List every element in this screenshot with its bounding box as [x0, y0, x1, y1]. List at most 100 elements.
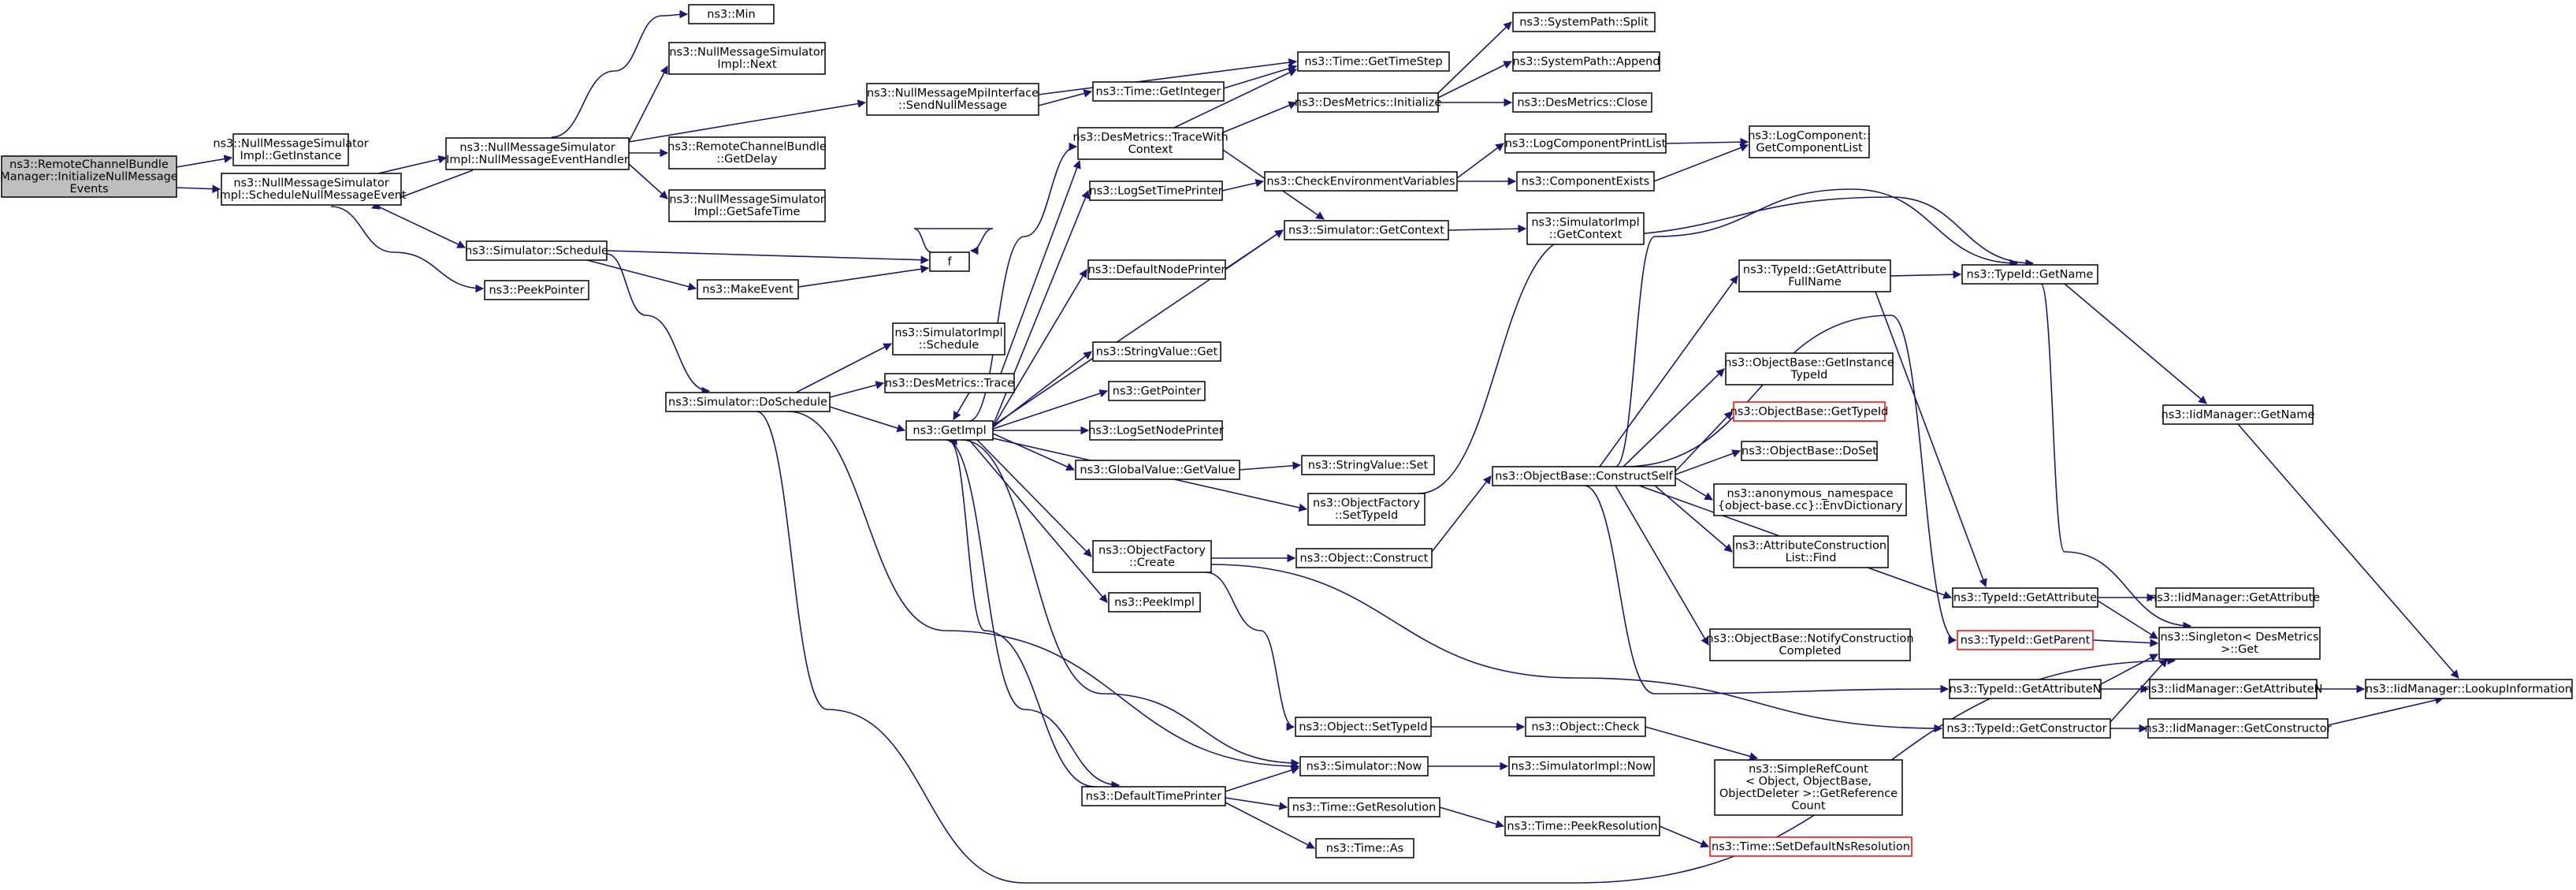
- node-box: [1315, 838, 1414, 858]
- node-label: ns3::LogSetNodePrinter: [1088, 424, 1224, 437]
- node-desm-close[interactable]: ns3::DesMetrics::Close: [1512, 92, 1652, 113]
- node-time-peekres[interactable]: ns3::Time::PeekResolution: [1504, 816, 1660, 836]
- node-tid-getname[interactable]: ns3::TypeId::GetName: [1961, 264, 2098, 285]
- node-simimpl-now[interactable]: ns3::SimulatorImpl::Now: [1508, 756, 1655, 776]
- edge-doschedule-to-getimpl: [829, 406, 906, 433]
- node-logcompprint[interactable]: ns3::LogComponentPrintList: [1504, 133, 1667, 154]
- node-tid-getattr[interactable]: ns3::TypeId::GetAttribute: [1952, 587, 2098, 608]
- node-time-getres[interactable]: ns3::Time::GetResolution: [1288, 797, 1440, 817]
- node-obj-check[interactable]: ns3::Object::Check: [1525, 717, 1646, 737]
- node-constructself[interactable]: ns3::ObjectBase::ConstructSelf: [1492, 466, 1676, 486]
- node-deftimeprinter[interactable]: ns3::DefaultTimePrinter: [1081, 786, 1226, 806]
- node-iid-getattrn[interactable]: ns3::IidManager::GetAttributeN: [2143, 679, 2323, 699]
- node-label: ns3::TypeId::GetAttribute: [1953, 591, 2097, 604]
- node-getimpl[interactable]: ns3::GetImpl: [905, 420, 994, 441]
- node-strval-set[interactable]: ns3::StringValue::Set: [1301, 455, 1435, 475]
- node-strval-get[interactable]: ns3::StringValue::Get: [1092, 341, 1221, 362]
- edge-sim_sched-to-makeevent: [586, 259, 697, 291]
- node-label: ns3::Time::SetDefaultNsResolution: [1712, 840, 1910, 853]
- node-box: [1512, 92, 1652, 113]
- edge-tracewith-to-desm_init: [1222, 101, 1298, 133]
- node-notifyconstr[interactable]: ns3::ObjectBase::NotifyConstructionCompl…: [1706, 628, 1914, 661]
- node-tid-getparent[interactable]: ns3::TypeId::GetParent: [1957, 630, 2094, 650]
- node-box: [1526, 212, 1645, 245]
- node-peekptr[interactable]: ns3::PeekPointer: [484, 280, 589, 300]
- node-ob-doset[interactable]: ns3::ObjectBase::DoSet: [1741, 441, 1878, 461]
- node-box: [232, 133, 349, 166]
- node-obj-settypeid[interactable]: ns3::Object::SetTypeId: [1295, 717, 1432, 737]
- edge-tid_getattrfull-to-tid_getattr: [1875, 291, 1987, 588]
- edge-nmeh-to-rcb_delay: [629, 148, 669, 158]
- node-checkenv[interactable]: ns3::CheckEnvironmentVariables: [1264, 171, 1458, 192]
- node-time-setdef[interactable]: ns3::Time::SetDefaultNsResolution: [1709, 836, 1912, 857]
- node-label: ns3::TypeId::GetParent: [1961, 634, 2091, 646]
- node-desm-trace[interactable]: ns3::DesMetrics::Trace: [884, 373, 1015, 393]
- node-label: ns3::ObjectBase::GetTypeId: [1730, 405, 1889, 418]
- node-sim-getctx[interactable]: ns3::Simulator::GetContext: [1284, 220, 1449, 240]
- node-getinst[interactable]: ns3::NullMessageSimulatorImpl::GetInstan…: [213, 133, 369, 166]
- node-label: ns3::SimulatorImpl: [1531, 217, 1639, 229]
- node-rcb-delay[interactable]: ns3::RemoteChannelBundle::GetDelay: [667, 136, 827, 169]
- node-box: [1508, 756, 1655, 776]
- node-label: List::Find: [1786, 552, 1837, 564]
- node-sched-nm[interactable]: ns3::NullMessageSimulatorImpl::ScheduleN…: [216, 173, 407, 206]
- node-getpointer[interactable]: ns3::GetPointer: [1108, 381, 1206, 401]
- node-iid-getattr[interactable]: ns3::IidManager::GetAttribute: [2150, 587, 2320, 608]
- node-obj-construct[interactable]: ns3::Object::Construct: [1295, 548, 1433, 568]
- node-singleton[interactable]: ns3::Singleton< DesMetrics>::Get: [2158, 627, 2321, 660]
- node-tid-getattrn[interactable]: ns3::TypeId::GetAttributeN: [1949, 679, 2102, 699]
- node-safetime[interactable]: ns3::NullMessageSimulatorImpl::GetSafeTi…: [668, 189, 826, 222]
- node-box: [484, 280, 589, 300]
- node-desm-init[interactable]: ns3::DesMetrics::Initialize: [1295, 92, 1442, 113]
- node-ob-gettypeid[interactable]: ns3::ObjectBase::GetTypeId: [1730, 401, 1889, 422]
- node-compexists[interactable]: ns3::ComponentExists: [1516, 171, 1655, 192]
- node-getcomplist[interactable]: ns3::LogComponent::GetComponentList: [1748, 125, 1871, 158]
- node-label: ns3::ObjectFactory: [1313, 497, 1420, 510]
- node-nmeh[interactable]: ns3::NullMessageSimulatorImpl::NullMessa…: [445, 137, 630, 170]
- edge-getimpl-to-sim_now: [961, 439, 1300, 768]
- node-logsettime[interactable]: ns3::LogSetTimePrinter: [1089, 181, 1223, 201]
- edge-sim_sched-to-f: [606, 250, 930, 265]
- node-defnodeprinter[interactable]: ns3::DefaultNodePrinter: [1087, 259, 1226, 280]
- edge-of_create-to-obj_settypeid: [1205, 572, 1295, 732]
- edge-tid_getattrfull-to-tid_getname: [1890, 270, 1962, 279]
- node-of-settypeid[interactable]: ns3::ObjectFactory::SetTypeId: [1307, 493, 1426, 526]
- node-time-as[interactable]: ns3::Time::As: [1315, 838, 1414, 858]
- node-min[interactable]: ns3::Min: [688, 4, 775, 24]
- node-simimpl-sched[interactable]: ns3::SimulatorImpl::Schedule: [892, 322, 1005, 356]
- node-f[interactable]: f: [929, 251, 970, 272]
- node-of-create[interactable]: ns3::ObjectFactory::Create: [1092, 540, 1212, 573]
- node-sim-now[interactable]: ns3::Simulator::Now: [1299, 756, 1429, 776]
- node-iid-getconstr[interactable]: ns3::IidManager::GetConstructor: [2144, 718, 2332, 739]
- node-sim-sched[interactable]: ns3::Simulator::Schedule: [465, 240, 608, 261]
- edge-logcompprint-to-getcomplist: [1665, 137, 1749, 147]
- node-time-getint[interactable]: ns3::Time::GetInteger: [1092, 81, 1225, 102]
- node-iid-getname[interactable]: ns3::IidManager::GetName: [2162, 404, 2315, 425]
- node-gettimestep[interactable]: ns3::Time::GetTimeStep: [1297, 51, 1450, 72]
- node-envdict[interactable]: ns3::anonymous_namespace{object-base.cc}…: [1713, 483, 1907, 516]
- node-tid-getconstr[interactable]: ns3::TypeId::GetConstructor: [1942, 718, 2111, 739]
- node-logsetnode[interactable]: ns3::LogSetNodePrinter: [1088, 420, 1224, 441]
- edge-of_settypeid-to-tid_getname: [1418, 196, 2035, 494]
- node-makeevent[interactable]: ns3::MakeEvent: [697, 279, 799, 300]
- node-label: ::Create: [1129, 557, 1175, 569]
- node-simimpl-getctx[interactable]: ns3::SimulatorImpl::GetContext: [1526, 212, 1645, 245]
- edge-getimpl-to-peekimpl: [968, 439, 1108, 603]
- node-peekimpl[interactable]: ns3::PeekImpl: [1108, 592, 1201, 613]
- node-sendnull[interactable]: ns3::NullMessageMpiInterface::SendNullMe…: [866, 83, 1039, 116]
- node-label: ns3::IidManager::GetName: [2162, 408, 2315, 421]
- node-box: [929, 251, 970, 272]
- node-iid-lookup[interactable]: ns3::IidManager::LookupInformation: [2365, 679, 2573, 699]
- node-sp-append[interactable]: ns3::SystemPath::Append: [1512, 51, 1660, 72]
- node-doschedule[interactable]: ns3::Simulator::DoSchedule: [665, 392, 831, 412]
- node-gv-getvalue[interactable]: ns3::GlobalValue::GetValue: [1075, 460, 1240, 480]
- node-root: ns3::RemoteChannelBundleManager::Initial…: [0, 155, 178, 198]
- node-refcount[interactable]: ns3::SimpleRefCount< Object, ObjectBase,…: [1714, 759, 1903, 816]
- node-label: ns3::SimulatorImpl: [894, 327, 1002, 340]
- node-sp-split[interactable]: ns3::SystemPath::Split: [1512, 12, 1656, 32]
